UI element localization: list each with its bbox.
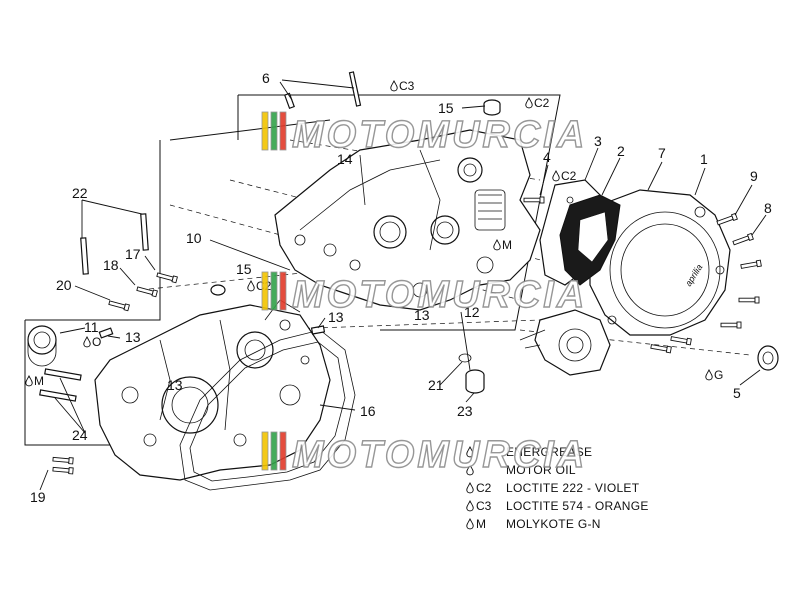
part-label-12: 12	[464, 304, 480, 320]
drain-plug	[458, 353, 485, 394]
part-label-13-d: 13	[167, 377, 183, 393]
svg-text:M: M	[502, 238, 512, 252]
svg-text:C3: C3	[399, 79, 415, 93]
part-label-15-top: 15	[438, 100, 454, 116]
crankcase-gasket	[179, 329, 356, 491]
svg-text:LOCTITE 222 - VIOLET: LOCTITE 222 - VIOLET	[506, 481, 640, 495]
watermark-middle: MOTOMURCIA	[261, 271, 587, 317]
part-label-7: 7	[658, 145, 666, 161]
symbol-o-seal: O	[83, 335, 101, 349]
watermark-text: MOTOMURCIA	[292, 114, 587, 156]
part-label-11: 11	[84, 319, 99, 335]
svg-text:C2: C2	[476, 481, 492, 495]
part-label-18: 18	[103, 257, 119, 273]
svg-text:MOLYKOTE G-N: MOLYKOTE G-N	[506, 517, 601, 531]
symbol-m-seal: M	[25, 374, 44, 388]
legend-row-2: MOTOR OIL	[466, 463, 576, 477]
svg-text:C2: C2	[561, 169, 577, 183]
svg-text:M: M	[34, 374, 44, 388]
leader-lines	[39, 79, 767, 491]
part-label-5: 5	[733, 385, 741, 401]
symbol-g-seal: G	[705, 368, 723, 382]
plugs	[210, 99, 501, 296]
part-label-22: 23	[457, 403, 473, 419]
part-label-4: 4	[543, 149, 551, 165]
clutch-cover: aprilia	[589, 189, 731, 336]
svg-text:MOTOR OIL: MOTOR OIL	[506, 463, 576, 477]
part-label-6: 6	[262, 70, 270, 86]
part-label-17: 17	[125, 246, 141, 262]
svg-text:G: G	[714, 368, 723, 382]
part-label-10: 10	[186, 230, 202, 246]
part-label-13-a: 13	[125, 329, 141, 345]
studs-and-dowels	[39, 71, 362, 402]
part-label-14: 14	[337, 151, 353, 167]
watermark-top: MOTOMURCIA	[261, 111, 587, 157]
water-pump-housing	[519, 309, 611, 376]
part-label-13-c: 13	[414, 307, 430, 323]
symbol-c2-top: C2	[525, 96, 550, 110]
svg-text:ENERGREASE: ENERGREASE	[506, 445, 592, 459]
part-label-2: 2	[617, 143, 625, 159]
part-label-23: 22	[72, 185, 88, 201]
lubricant-legend: ENERGREASE MOTOR OIL C2 LOCTITE 222 - VI…	[466, 445, 649, 531]
symbol-m-case: M	[493, 238, 512, 252]
part-label-9: 9	[750, 168, 758, 184]
part-label-21: 21	[428, 377, 444, 393]
crank-seal	[27, 325, 57, 367]
part-label-1: 1	[700, 151, 708, 167]
symbol-c3-top: C3	[390, 79, 415, 93]
legend-row-4: C3 LOCTITE 574 - ORANGE	[466, 499, 649, 513]
part-label-20: 20	[56, 277, 72, 293]
assembly-frames	[24, 94, 561, 446]
legend-row-1: ENERGREASE	[466, 445, 592, 459]
cover-gasket	[559, 194, 621, 286]
right-crankcase-half	[274, 129, 541, 311]
legend-row-3: C2 LOCTITE 222 - VIOLET	[466, 481, 640, 495]
part-label-15-mid: 15	[236, 261, 252, 277]
oil-seal	[757, 345, 779, 371]
part-label-16: 16	[360, 403, 376, 419]
symbol-c2-cover: C2	[552, 169, 577, 183]
part-label-8: 8	[764, 200, 772, 216]
part-label-13-b: 13	[328, 309, 344, 325]
part-number-labels: 6 15 14 22 10 17 18 15 20 11 13 13 13 13…	[30, 70, 772, 505]
legend-row-5: M MOLYKOTE G-N	[466, 517, 601, 531]
svg-text:C3: C3	[476, 499, 492, 513]
svg-text:M: M	[476, 517, 486, 531]
svg-text:C2: C2	[534, 96, 550, 110]
watermark-bottom: MOTOMURCIA	[261, 431, 587, 477]
watermark-text: MOTOMURCIA	[292, 434, 587, 476]
part-label-3: 3	[594, 133, 602, 149]
part-label-19: 19	[30, 489, 46, 505]
watermark-text: MOTOMURCIA	[292, 274, 587, 316]
part-label-24: 24	[72, 427, 88, 443]
svg-text:O: O	[92, 335, 101, 349]
svg-text:LOCTITE 574 - ORANGE: LOCTITE 574 - ORANGE	[506, 499, 649, 513]
